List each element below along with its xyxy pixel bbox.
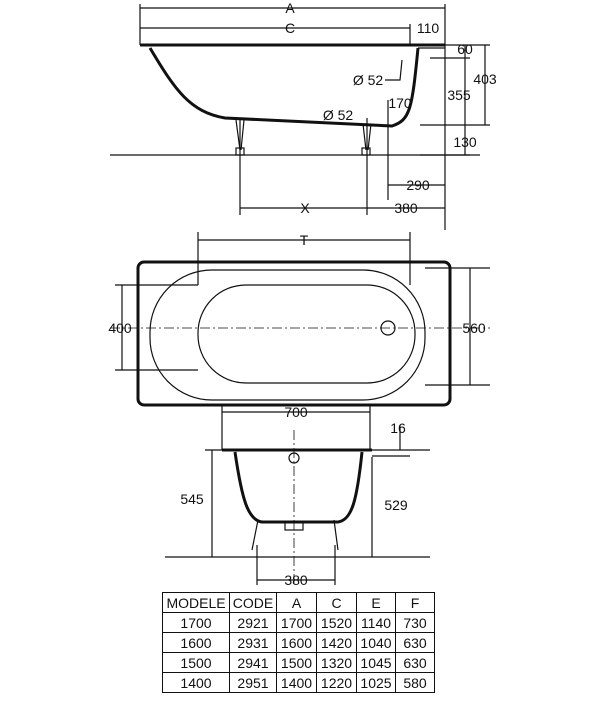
drain-icon [380,320,396,336]
cell: 1400 [276,672,317,693]
dim-700: 700 [284,404,308,420]
plan-view: T 400 560 [108,232,490,407]
dim-403: 403 [473,71,497,87]
dim-380-end: 380 [284,572,308,588]
header-e: E [356,592,396,613]
header-code: CODE [229,592,277,613]
cell: 2941 [229,652,277,673]
feet [235,119,372,151]
plan-basin [197,284,416,384]
dim-X: X [300,200,310,216]
header-c: C [316,592,357,613]
cell: 1420 [316,632,357,653]
dim-A: A [285,0,295,16]
cell: 1500 [276,652,317,673]
dim-170: 170 [388,95,412,111]
side-view: A C 110 60 403 355 130 Ø 52 Ø 52 170 290… [110,0,497,230]
dim-380: 380 [394,200,418,216]
cell: 1025 [356,672,396,693]
end-profile [233,451,364,524]
cell: 1500 [162,652,230,673]
header-a: A [276,592,317,613]
dim-C: C [285,20,295,36]
cell: 630 [395,652,435,673]
cell: 1700 [276,612,317,633]
cell: 1220 [316,672,357,693]
dim-529: 529 [384,497,408,513]
cell: 2951 [229,672,277,693]
cell: 1320 [316,652,357,673]
dim-16: 16 [390,420,406,436]
cell: 1600 [276,632,317,653]
dim-290: 290 [406,177,430,193]
dim-drain-diameter: Ø 52 [323,107,354,123]
side-profile [148,47,420,128]
dim-110: 110 [417,20,440,36]
cell: 2931 [229,632,277,653]
dim-T: T [300,232,309,248]
dim-130: 130 [453,134,477,150]
table-header-row: MODELE CODE A C E F [162,592,435,613]
cell: 1040 [356,632,396,653]
dim-overflow-diameter: Ø 52 [353,72,384,88]
dim-60: 60 [457,41,473,57]
cell: 1520 [316,612,357,633]
cell: 1045 [356,652,396,673]
dim-560: 560 [462,320,486,336]
cell: 1600 [162,632,230,653]
cell: 1400 [162,672,230,693]
end-view: 700 16 545 529 380 [165,404,430,588]
cell: 630 [395,632,435,653]
header-f: F [395,592,435,613]
cell: 2921 [229,612,277,633]
dim-355: 355 [447,87,471,103]
cell: 1140 [356,612,396,633]
cell: 1700 [162,612,230,633]
dim-545: 545 [180,491,204,507]
cell: 580 [395,672,435,693]
dim-400: 400 [108,320,132,336]
header-modele: MODELE [162,592,230,613]
cell: 730 [395,612,435,633]
plan-outer-rim [136,260,452,407]
